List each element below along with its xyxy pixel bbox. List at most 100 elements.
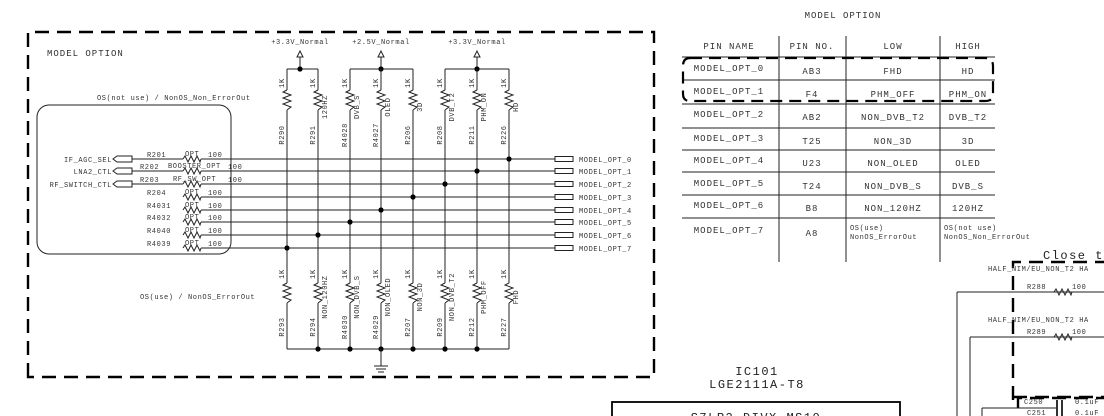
table-cell: MODEL_OPT_0 [694, 64, 764, 74]
pullup-net: HD [513, 102, 521, 112]
table-cell: MODEL_OPT_5 [694, 179, 764, 189]
resistor-symbol [182, 154, 202, 164]
resistor-label: OPT [185, 151, 199, 159]
capacitor-ref: C250 [1024, 399, 1043, 407]
input-port [112, 167, 133, 175]
table-header: LOW [883, 42, 902, 52]
resistor-symbol [375, 89, 387, 111]
pullup-value: 1K [501, 78, 509, 88]
pullup-value: 1K [469, 78, 477, 88]
input-label: IF_AGC_SEL [64, 157, 112, 165]
output-label: MODEL_OPT_0 [579, 157, 632, 165]
resistor-symbol [344, 282, 356, 304]
pulldown-ref: R294 [310, 317, 318, 336]
pullup-ref: R226 [501, 125, 509, 144]
pulldown-net: NON_120HZ [322, 275, 330, 318]
capacitor-ref: C251 [1027, 410, 1046, 416]
table-cell: F4 [806, 90, 819, 100]
resistor-symbol [407, 89, 419, 111]
cap-block-border [1016, 396, 1104, 408]
ic-name: S7LR2_DIVX_MS10 [691, 411, 822, 416]
pulldown-net: NON_3D [417, 283, 425, 312]
resistor-symbol [182, 243, 202, 253]
pulldown-net: PHM_OFF [481, 280, 489, 314]
table-cell: MODEL_OPT_1 [694, 87, 764, 97]
note-bottom: OS(use) / NonOS_ErrorOut [140, 294, 255, 302]
table-header: HIGH [955, 42, 981, 52]
table-cell: PHM_ON [949, 90, 987, 100]
output-label: MODEL_OPT_1 [579, 169, 632, 177]
table-cell: MODEL_OPT_2 [694, 110, 764, 120]
pulldown-net: FHD [513, 290, 521, 304]
table-cell-line: NonOS_ErrorOut [850, 234, 917, 242]
pullup-net: 120HZ [322, 95, 330, 119]
table-cell: HD [962, 67, 975, 77]
resistor-value: 100 [208, 215, 222, 223]
resistor-ref: R289 [1027, 329, 1046, 337]
output-port [554, 194, 574, 200]
resistor-symbol [503, 89, 515, 111]
resistor-ref: R288 [1027, 284, 1046, 292]
junction-dot [506, 156, 512, 162]
output-port [554, 207, 574, 213]
junction-dot [442, 346, 448, 352]
pullup-value: 1K [405, 78, 413, 88]
pulldown-ref: R227 [501, 317, 509, 336]
ic-part-number: LGE2111A-T8 [709, 378, 805, 392]
table-cell: 3D [962, 137, 975, 147]
net-label: HALF_NIM/EU_NON_T2 HA [988, 266, 1089, 274]
output-label: MODEL_OPT_3 [579, 195, 632, 203]
table-cell: MODEL_OPT_6 [694, 201, 764, 211]
resistor-label: OPT [185, 202, 199, 210]
mcu-block-outline [36, 104, 232, 255]
table-cell: PHM_OFF [871, 90, 916, 100]
resistor-label: OPT [185, 240, 199, 248]
table-cell: NON_3D [874, 137, 912, 147]
pullup-value: 1K [373, 78, 381, 88]
power-arrow-icon [296, 49, 304, 58]
pullup-net: OLED [385, 97, 393, 116]
pulldown-value: 1K [501, 269, 509, 279]
pulldown-ref: R293 [279, 317, 287, 336]
pullup-ref: R4027 [373, 123, 381, 147]
output-label: MODEL_OPT_2 [579, 182, 632, 190]
resistor-symbol [344, 89, 356, 111]
resistor-symbol [281, 89, 293, 111]
pullup-value: 1K [342, 78, 350, 88]
pullup-net: DVB_T2 [449, 93, 457, 122]
table-cell: AB3 [802, 67, 821, 77]
input-label: RF_SWITCH_CTL [50, 182, 112, 190]
table-title: MODEL OPTION [805, 11, 882, 21]
resistor-value: 100 [228, 177, 242, 185]
resistor-value: 100 [228, 164, 242, 172]
table-header: PIN NO. [790, 42, 835, 52]
capacitor-symbol [1056, 400, 1063, 416]
power-label: +2.5V_Normal [352, 39, 410, 47]
resistor-symbol [471, 89, 483, 111]
input-label: LNA2_CTL [74, 169, 112, 177]
resistor-value: 100 [208, 228, 222, 236]
table-cell: NON_DVB_T2 [861, 113, 925, 123]
resistor-label: OPT [185, 227, 199, 235]
pullup-ref: R211 [469, 125, 477, 144]
resistor-label: RF_SW_OPT [173, 176, 216, 184]
power-arrow-icon [473, 49, 481, 58]
resistor-symbol [281, 282, 293, 304]
junction-dot [410, 194, 416, 200]
table-cell: NON_DVB_S [864, 182, 922, 192]
pullup-net: 3D [417, 102, 425, 112]
table-cell: MODEL_OPT_3 [694, 134, 764, 144]
pullup-ref: R208 [437, 125, 445, 144]
resistor-label: BOOSTER_OPT [168, 163, 221, 171]
table-cell: MODEL_OPT_7 [694, 226, 764, 236]
resistor-symbol [182, 192, 202, 202]
right-block-border [1011, 260, 1104, 400]
pullup-net: PHM_ON [481, 93, 489, 122]
junction-dot [378, 207, 384, 213]
resistor-symbol [312, 282, 324, 304]
input-port [112, 155, 133, 163]
block-title: MODEL OPTION [47, 49, 124, 59]
table-cell: T25 [802, 137, 821, 147]
model-option-block-border [26, 30, 656, 379]
resistor-symbol [182, 179, 202, 189]
